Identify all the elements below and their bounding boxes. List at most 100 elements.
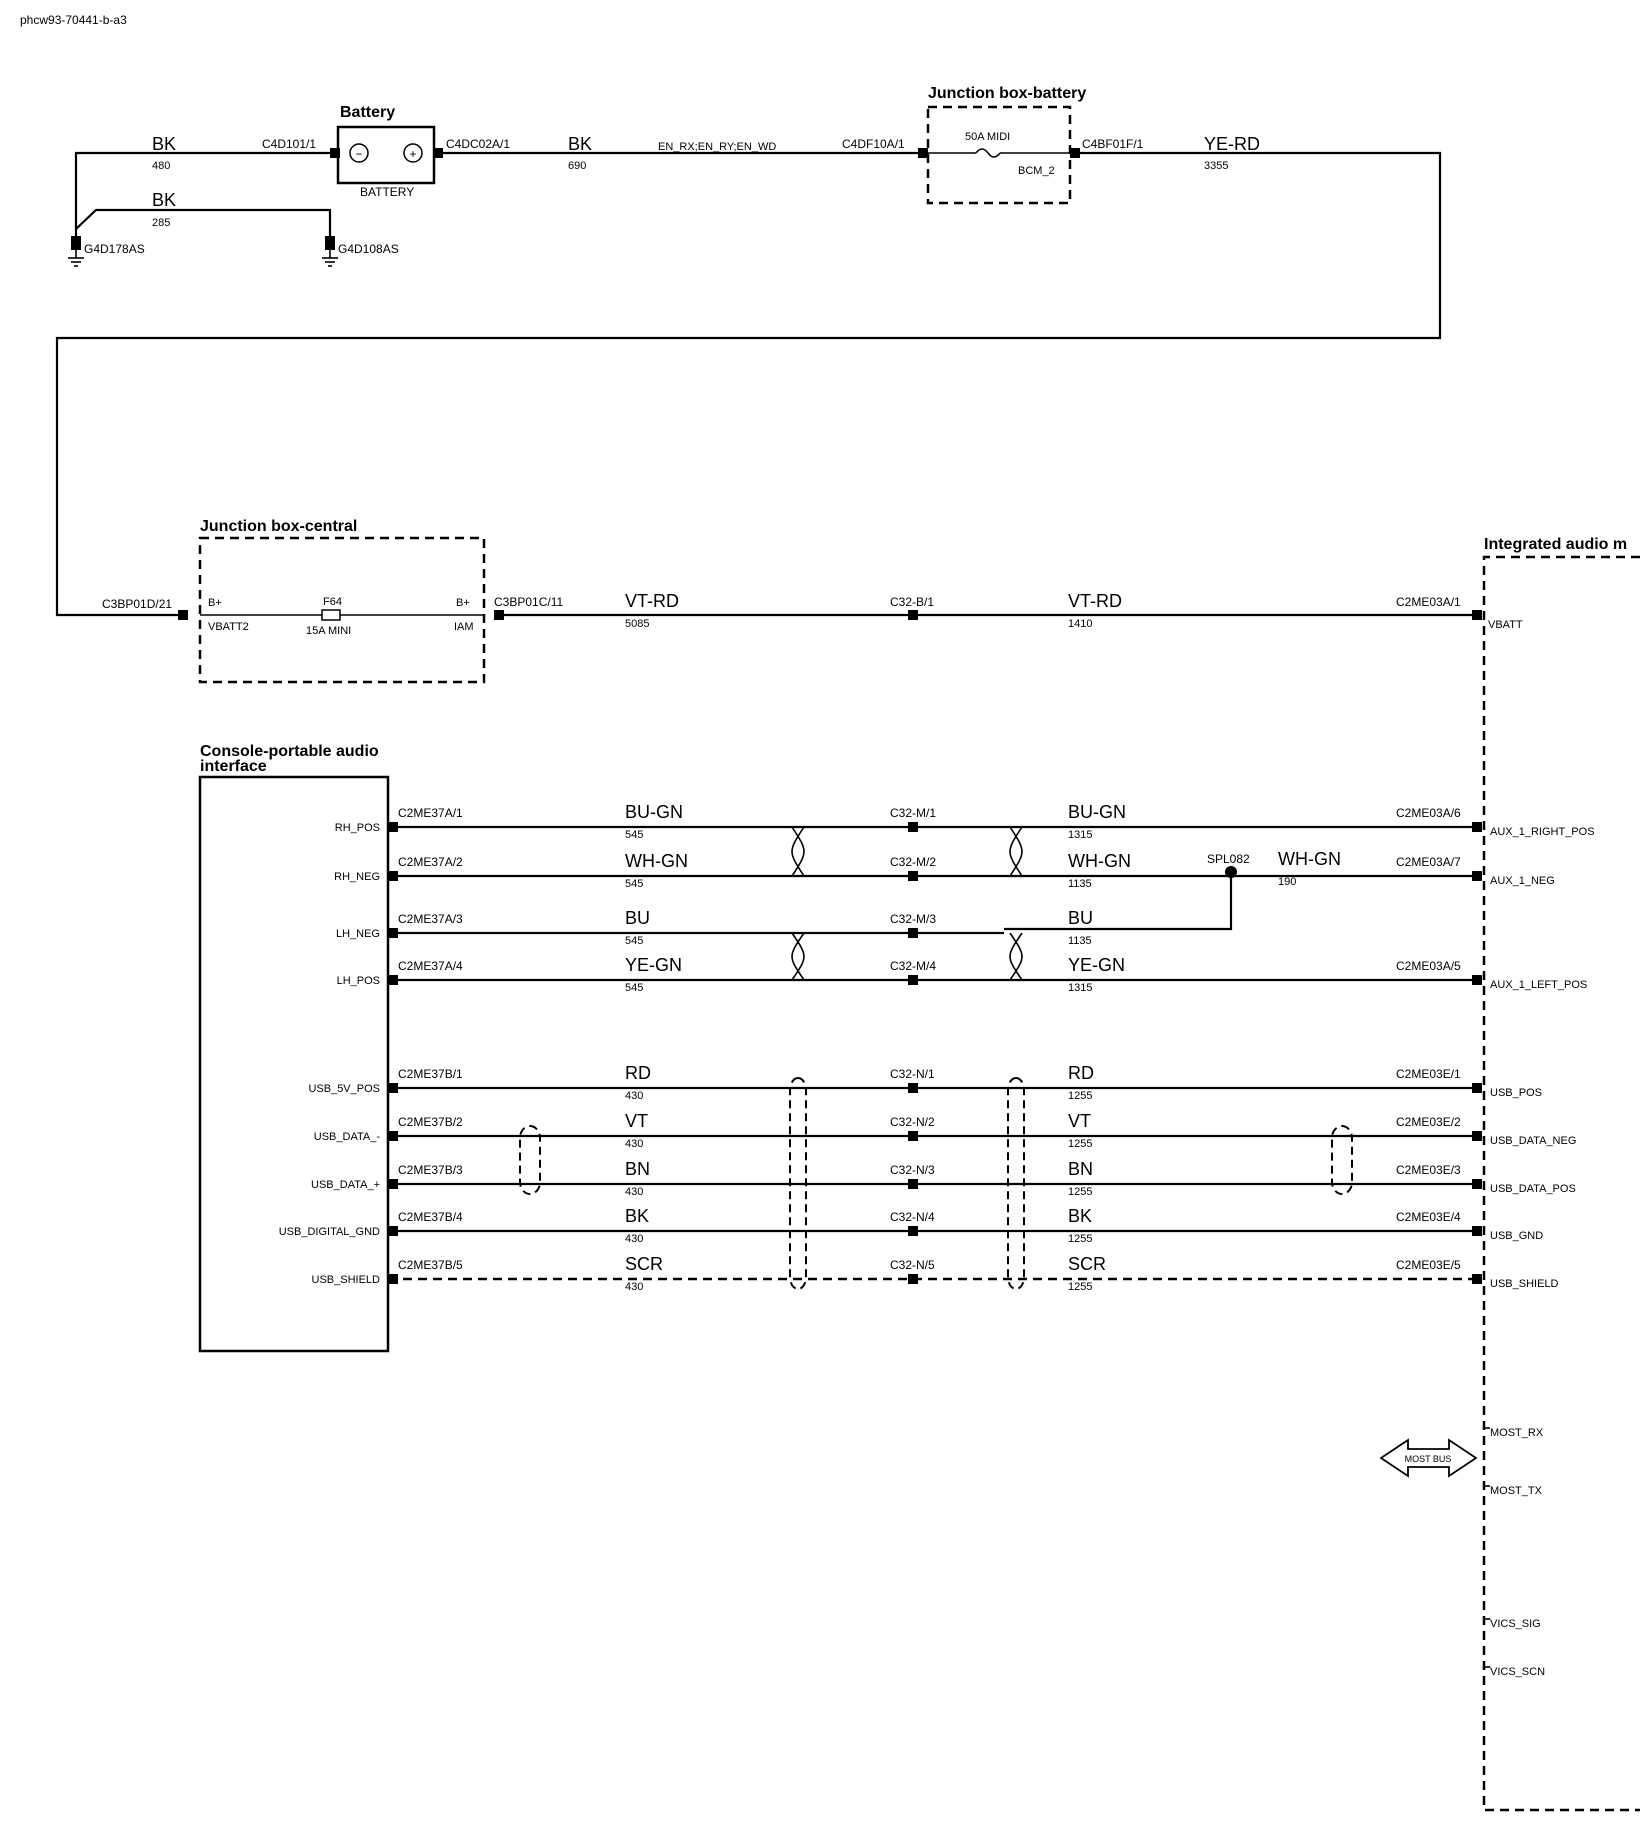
wire-color-label: VT-RD bbox=[1068, 591, 1122, 611]
connector-label: C2ME03E/4 bbox=[1396, 1210, 1461, 1224]
wire-number-label: 545 bbox=[625, 982, 643, 994]
connector-label: C2ME03A/7 bbox=[1396, 855, 1461, 869]
pin-marker bbox=[388, 871, 398, 881]
net-label: EN_RX;EN_RY;EN_WD bbox=[658, 141, 776, 153]
wire-number-label: 430 bbox=[625, 1186, 643, 1198]
wire-number-label: 1255 bbox=[1068, 1233, 1092, 1245]
module-pin-label: VBATT bbox=[1488, 619, 1523, 631]
wire-number-label: 1255 bbox=[1068, 1186, 1092, 1198]
wire-color-label: BU bbox=[1068, 908, 1093, 928]
wire-number-label: 5085 bbox=[625, 618, 649, 630]
pin-marker bbox=[178, 610, 188, 620]
wire-number-label: 430 bbox=[625, 1233, 643, 1245]
pin-marker bbox=[1472, 1083, 1482, 1093]
pin-marker bbox=[1472, 1179, 1482, 1189]
module-pin-label: USB_DATA_POS bbox=[1490, 1183, 1576, 1195]
wire-color-label: YE-GN bbox=[625, 955, 682, 975]
connector-label: C2ME37B/3 bbox=[398, 1163, 463, 1177]
wire-color-label: RD bbox=[1068, 1063, 1094, 1083]
wire-number-label: 1255 bbox=[1068, 1090, 1092, 1102]
most-bus-label: MOST BUS bbox=[1405, 1454, 1452, 1464]
module-pin-label: USB_SHIELD bbox=[312, 1274, 381, 1286]
fuse-rating: 50A MIDI bbox=[965, 131, 1010, 143]
wire-number-label: 1135 bbox=[1068, 935, 1092, 947]
module-pin-label: USB_5V_POS bbox=[308, 1083, 380, 1095]
connector-label: C2ME37A/1 bbox=[398, 806, 463, 820]
connector-label: C2ME37B/1 bbox=[398, 1067, 463, 1081]
wire-color-label: BN bbox=[1068, 1159, 1093, 1179]
battery-component bbox=[330, 125, 443, 185]
wire-number-label: 1255 bbox=[1068, 1281, 1092, 1293]
connector-label: C32-M/3 bbox=[890, 912, 936, 926]
connector-label: C2ME37B/4 bbox=[398, 1210, 463, 1224]
pin-marker bbox=[908, 1226, 918, 1236]
wire-number-label: 430 bbox=[625, 1281, 643, 1293]
jb-central-title: Junction box-central bbox=[200, 518, 357, 535]
wire-number-label: 1315 bbox=[1068, 982, 1092, 994]
pin-marker bbox=[494, 610, 504, 620]
pin-marker bbox=[908, 1131, 918, 1141]
connector-label: C32-N/4 bbox=[890, 1210, 935, 1224]
pin-marker bbox=[1472, 975, 1482, 985]
module-pin-label: VICS_SIG bbox=[1490, 1618, 1541, 1630]
connector-label: C4DC02A/1 bbox=[446, 137, 510, 151]
fuse-symbol bbox=[321, 609, 341, 621]
pin-marker bbox=[908, 928, 918, 938]
connector-label: C2ME03E/5 bbox=[1396, 1258, 1461, 1272]
connector-label: C2ME37B/2 bbox=[398, 1115, 463, 1129]
junction-box-central bbox=[198, 536, 486, 684]
shield-oval bbox=[1007, 1077, 1025, 1290]
jb-pin-label: B+ bbox=[208, 597, 222, 609]
jb-pin-label: VBATT2 bbox=[208, 621, 249, 633]
shield-oval bbox=[1331, 1125, 1353, 1195]
connector-label: C2ME37A/4 bbox=[398, 959, 463, 973]
connector-label: C2ME37A/2 bbox=[398, 855, 463, 869]
battery-negative-symbol: − bbox=[355, 147, 362, 161]
module-pin-label: LH_NEG bbox=[336, 928, 380, 940]
connector-label: C3BP01C/11 bbox=[494, 595, 563, 609]
pin-marker bbox=[388, 822, 398, 832]
splice-point bbox=[1225, 866, 1237, 878]
pin-marker bbox=[388, 1179, 398, 1189]
pin-marker bbox=[908, 1083, 918, 1093]
connector-label: C32-N/2 bbox=[890, 1115, 935, 1129]
wire-number-label: 190 bbox=[1278, 876, 1296, 888]
shield-marks bbox=[519, 1077, 1353, 1290]
wire-color-label: BK bbox=[152, 190, 176, 210]
ground-symbol-2 bbox=[322, 236, 338, 267]
module-pin-label: AUX_1_LEFT_POS bbox=[1490, 979, 1587, 991]
ground-label: G4D108AS bbox=[338, 242, 399, 256]
wire-number-label: 1410 bbox=[1068, 618, 1092, 630]
connector-label: C32-M/4 bbox=[890, 959, 936, 973]
shield-oval bbox=[519, 1125, 541, 1195]
module-pin-label: USB_SHIELD bbox=[1490, 1278, 1559, 1290]
fuse-symbol bbox=[975, 148, 1001, 158]
module-pin-label: USB_POS bbox=[1490, 1087, 1542, 1099]
wire-color-label: WH-GN bbox=[625, 851, 688, 871]
jb-pin-label: B+ bbox=[456, 597, 470, 609]
connector-label: C32-B/1 bbox=[890, 595, 934, 609]
module-pin-label: USB_DATA_- bbox=[314, 1131, 381, 1143]
connector-label: C32-N/3 bbox=[890, 1163, 935, 1177]
connector-label: C2ME03E/1 bbox=[1396, 1067, 1461, 1081]
pin-marker bbox=[388, 928, 398, 938]
twist-mark bbox=[1009, 826, 1023, 877]
module-pin-label: VICS_SCN bbox=[1490, 1666, 1545, 1678]
battery-label: BATTERY bbox=[360, 185, 414, 199]
twist-mark bbox=[791, 932, 805, 981]
connector-label: C2ME03A/5 bbox=[1396, 959, 1461, 973]
module-pin-label: USB_GND bbox=[1490, 1230, 1543, 1242]
pin-marker bbox=[908, 1274, 918, 1284]
wire-color-label: BN bbox=[625, 1159, 650, 1179]
wire-number-label: 480 bbox=[152, 160, 170, 172]
battery-title: Battery bbox=[340, 104, 395, 121]
console-portable-audio-interface bbox=[198, 775, 390, 1353]
pin-marker bbox=[1472, 1226, 1482, 1236]
wire-color-label: BU-GN bbox=[1068, 802, 1126, 822]
wire-number-label: 545 bbox=[625, 878, 643, 890]
module-pin-label: RH_POS bbox=[335, 822, 380, 834]
module-pin-label: LH_POS bbox=[337, 975, 380, 987]
pin-marker bbox=[388, 1083, 398, 1093]
